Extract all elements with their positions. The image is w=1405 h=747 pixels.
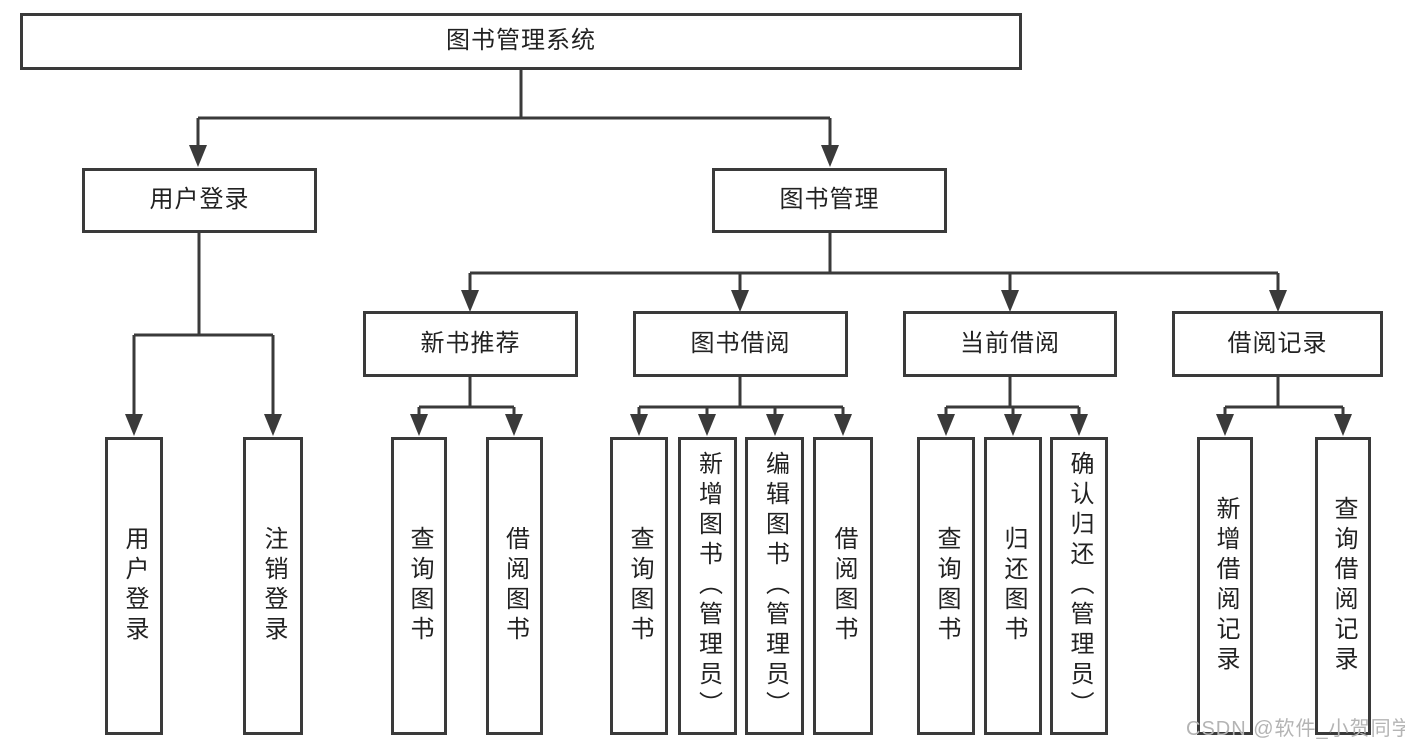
node-label: 查询图书 — [626, 526, 653, 646]
leaf-query-books-2: 查询图书 — [610, 437, 668, 735]
arrow-down-icon — [264, 414, 282, 436]
leaf-confirm-return-admin: 确认归还（管理员） — [1050, 437, 1108, 735]
node-new-book-recommend: 新书推荐 — [363, 311, 578, 377]
node-label: 借阅记录 — [1227, 329, 1328, 357]
node-label: 新书推荐 — [420, 329, 521, 357]
leaf-edit-books-admin: 编辑图书（管理员） — [745, 437, 804, 735]
arrow-down-icon — [698, 414, 716, 436]
leaf-add-books-admin: 新增图书（管理员） — [678, 437, 737, 735]
node-label: 用户登录 — [149, 186, 250, 214]
arrow-down-icon — [766, 414, 784, 436]
leaf-borrow-books-1: 借阅图书 — [486, 437, 543, 735]
node-label: 用户登录 — [121, 526, 148, 646]
arrow-down-icon — [1269, 290, 1287, 312]
node-label: 当前借阅 — [960, 329, 1060, 357]
arrow-down-icon — [505, 414, 523, 436]
leaf-query-books-1: 查询图书 — [391, 437, 447, 735]
node-label: 查询借阅记录 — [1330, 496, 1357, 676]
arrow-down-icon — [1070, 414, 1088, 436]
leaf-user-login: 用户登录 — [105, 437, 163, 735]
arrow-down-icon — [189, 145, 207, 167]
node-label: 图书管理系统 — [446, 27, 596, 55]
node-label: 借阅图书 — [830, 526, 857, 646]
node-label: 图书管理 — [779, 186, 880, 214]
node-label: 查询图书 — [406, 526, 433, 646]
arrow-down-icon — [1001, 290, 1019, 312]
node-label: 编辑图书（管理员） — [761, 451, 789, 721]
node-label: 新增借阅记录 — [1212, 496, 1239, 676]
arrow-down-icon — [937, 414, 955, 436]
node-label: 图书借阅 — [690, 329, 791, 357]
arrow-down-icon — [834, 414, 852, 436]
node-label: 归还图书 — [1000, 526, 1027, 646]
arrow-down-icon — [1216, 414, 1234, 436]
node-label: 确认归还（管理员） — [1066, 451, 1093, 721]
node-borrow-records: 借阅记录 — [1172, 311, 1383, 377]
node-label: 查询图书 — [933, 526, 960, 646]
node-current-borrow: 当前借阅 — [903, 311, 1117, 377]
leaf-return-books: 归还图书 — [984, 437, 1042, 735]
leaf-borrow-books-2: 借阅图书 — [813, 437, 873, 735]
arrow-down-icon — [1334, 414, 1352, 436]
arrow-down-icon — [1004, 414, 1022, 436]
leaf-query-books-3: 查询图书 — [917, 437, 975, 735]
node-label: 借阅图书 — [501, 526, 529, 646]
arrow-down-icon — [461, 290, 479, 312]
node-library-system: 图书管理系统 — [20, 13, 1022, 70]
node-label: 注销登录 — [260, 526, 287, 646]
arrow-down-icon — [821, 145, 839, 167]
leaf-add-borrow-record: 新增借阅记录 — [1197, 437, 1253, 735]
leaf-query-borrow-record: 查询借阅记录 — [1315, 437, 1371, 735]
arrow-down-icon — [731, 290, 749, 312]
arrow-down-icon — [125, 414, 143, 436]
node-label: 新增图书（管理员） — [694, 451, 722, 721]
arrow-down-icon — [630, 414, 648, 436]
csdn-watermark: CSDN @软件_小贺同学 — [1186, 718, 1405, 740]
leaf-logout: 注销登录 — [243, 437, 303, 735]
node-book-management: 图书管理 — [712, 168, 947, 233]
node-book-borrow: 图书借阅 — [633, 311, 848, 377]
node-user-login: 用户登录 — [82, 168, 317, 233]
arrow-down-icon — [410, 414, 428, 436]
